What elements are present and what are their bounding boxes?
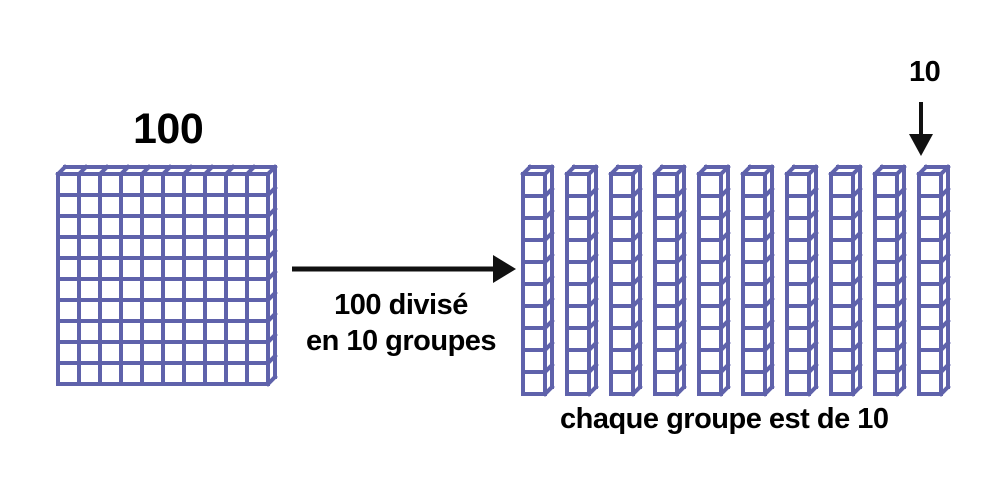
division-caption: 100 divisé en 10 groupes xyxy=(296,287,506,359)
division-caption-line-2: en 10 groupes xyxy=(305,325,497,357)
unit-pointer-arrow-icon xyxy=(909,102,933,156)
hundred-flat-block xyxy=(55,164,278,387)
group-caption: chaque groupe est de 10 xyxy=(560,403,889,435)
hundred-label: 100 xyxy=(133,105,204,153)
ten-rods-group xyxy=(520,164,951,397)
ten-label: 10 xyxy=(909,56,941,88)
division-arrow-icon xyxy=(292,255,516,283)
division-caption-line-1: 100 divisé xyxy=(334,289,468,321)
